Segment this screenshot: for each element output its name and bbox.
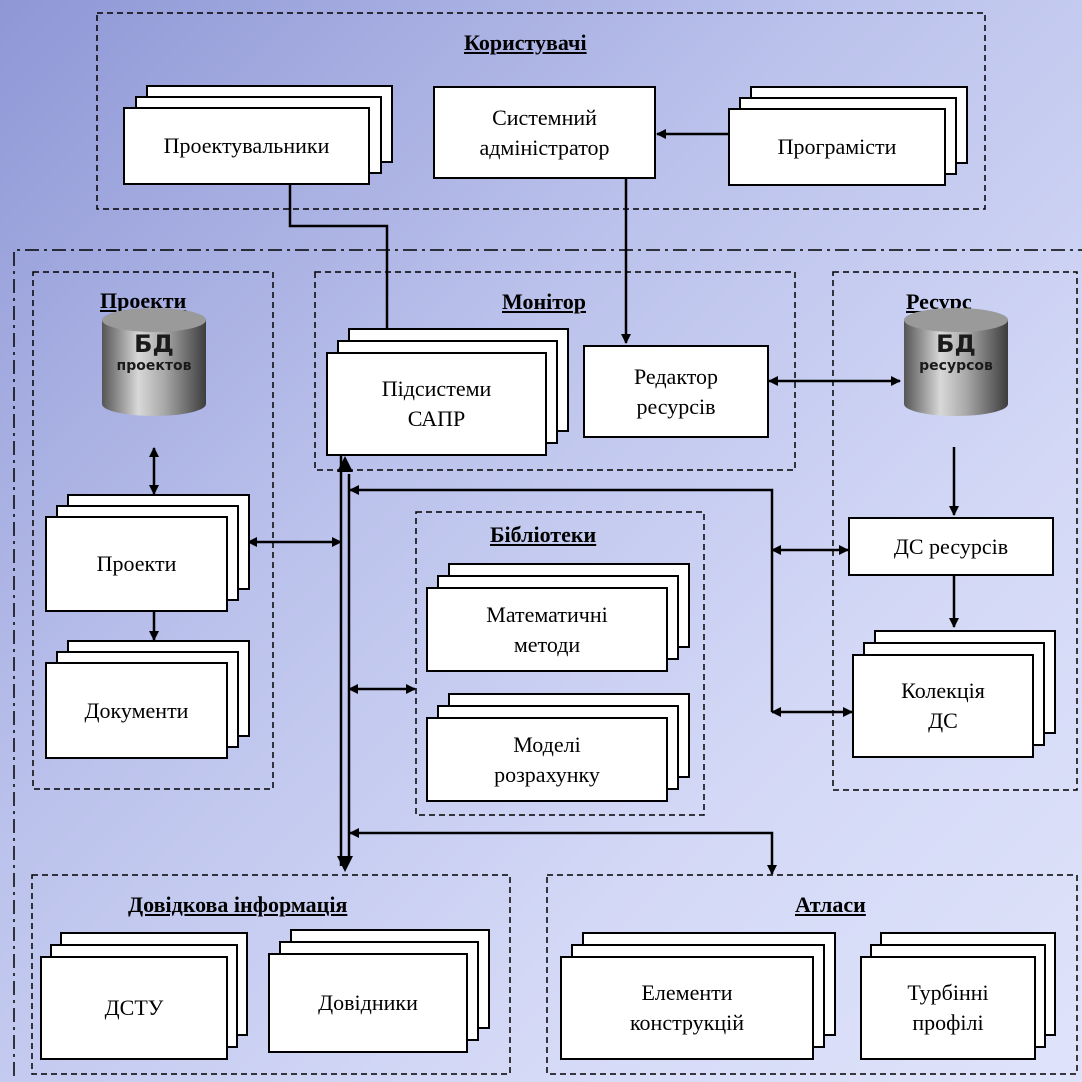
ds-collection-stack[interactable]: Колекція ДС	[852, 630, 1056, 758]
resources-db-line2: ресурсов	[919, 358, 993, 374]
projects-db-icon: БД проектов	[98, 306, 210, 418]
construction-elements-stack[interactable]: Елементи конструкцій	[560, 932, 836, 1060]
calc-models-label: Моделі розрахунку	[494, 731, 600, 787]
atlases-group-title: Атласи	[795, 892, 866, 917]
monitor-group-title: Монітор	[502, 289, 587, 314]
cad-subsystems-stack[interactable]: Підсистеми САПР	[326, 328, 569, 456]
programmers-label: Програмісти	[777, 134, 897, 160]
dstu-label: ДСТУ	[104, 995, 164, 1021]
ds-resources-box[interactable]: ДС ресурсів	[848, 517, 1054, 576]
resource-editor-box[interactable]: Редактор ресурсів	[583, 345, 769, 438]
reference-group-title: Довідкова інформація	[128, 892, 348, 917]
sysadmin-box[interactable]: Системний адміністратор	[433, 86, 656, 179]
users-group-title: Користувачі	[464, 30, 587, 55]
calc-models-stack[interactable]: Моделі розрахунку	[426, 693, 690, 814]
designers-stack[interactable]: Проектувальники	[123, 85, 393, 185]
ds-collection-label: Колекція ДС	[901, 678, 985, 733]
documents-label: Документи	[84, 697, 189, 723]
math-methods-label: Математичні методи	[486, 601, 608, 657]
handbooks-label: Довідники	[318, 990, 418, 1016]
documents-stack[interactable]: Документи	[45, 640, 250, 759]
math-methods-stack[interactable]: Математичні методи	[426, 563, 690, 684]
projects-db-line1: БД	[134, 330, 174, 358]
projects-label: Проекти	[96, 551, 177, 577]
dstu-stack[interactable]: ДСТУ	[40, 932, 248, 1060]
handbooks-stack[interactable]: Довідники	[268, 929, 490, 1053]
libraries-group-title: Бібліотеки	[490, 522, 597, 547]
projects-db-line2: проектов	[116, 358, 192, 374]
sysadmin-label: Системний адміністратор	[479, 104, 610, 160]
resources-db-line1: БД	[936, 330, 976, 358]
construction-elements-label: Елементи конструкцій	[629, 980, 745, 1035]
cad-subsystems-label: Підсистеми САПР	[381, 376, 492, 431]
programmers-stack[interactable]: Програмісти	[728, 86, 968, 186]
designers-label: Проектувальники	[163, 133, 330, 159]
projects-stack[interactable]: Проекти	[45, 494, 250, 612]
turbine-profiles-label: Турбінні профілі	[907, 980, 989, 1035]
resource-editor-label: Редактор ресурсів	[633, 363, 719, 419]
ds-resources-label: ДС ресурсів	[893, 533, 1009, 559]
resources-db-icon: БД ресурсов	[900, 306, 1012, 418]
turbine-profiles-stack[interactable]: Турбінні профілі	[860, 932, 1056, 1060]
